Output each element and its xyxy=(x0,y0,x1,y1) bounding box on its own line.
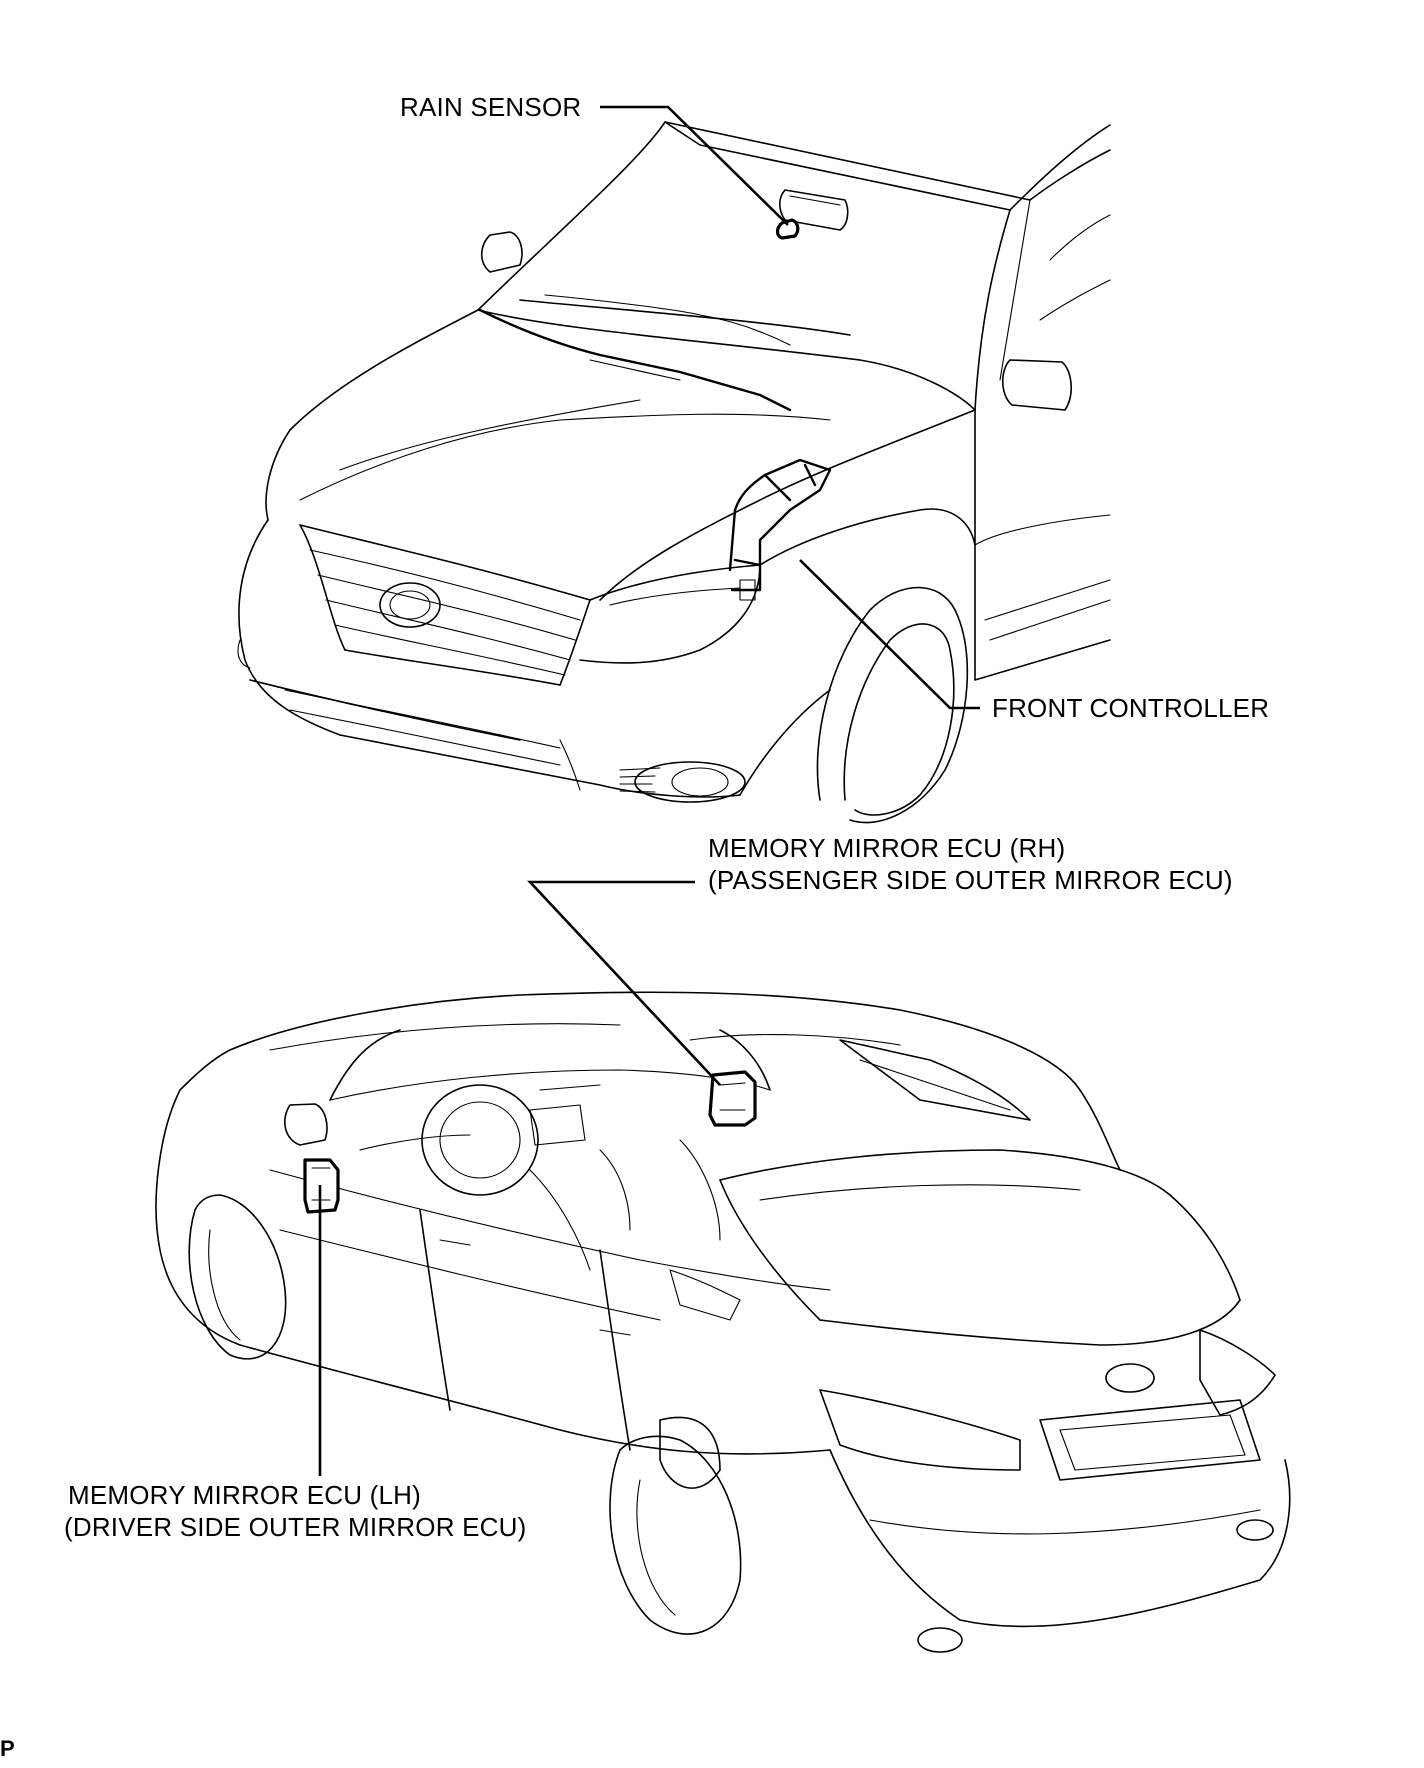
corner-code: P xyxy=(0,1736,15,1761)
memory-mirror-ecu-lh-label: MEMORY MIRROR ECU (LH) xyxy=(68,1480,422,1510)
rear-vehicle-illustration xyxy=(155,218,1291,1653)
front-controller-label: FRONT CONTROLLER xyxy=(992,693,1270,723)
memory-mirror-ecu-rh-label: MEMORY MIRROR ECU (RH) xyxy=(708,833,1066,863)
rain-sensor-label: RAIN SENSOR xyxy=(400,92,582,122)
front-controller-leader xyxy=(799,559,980,710)
memory-mirror-ecu-lh-sublabel: (DRIVER SIDE OUTER MIRROR ECU) xyxy=(64,1512,527,1542)
memory-mirror-ecu-rh-sublabel: (PASSENGER SIDE OUTER MIRROR ECU) xyxy=(708,865,1233,895)
mirror-rh-leader xyxy=(527,880,721,1086)
front-vehicle-illustration xyxy=(237,121,1111,824)
rain-sensor-leader xyxy=(600,105,789,226)
leader-lines xyxy=(318,105,980,1476)
